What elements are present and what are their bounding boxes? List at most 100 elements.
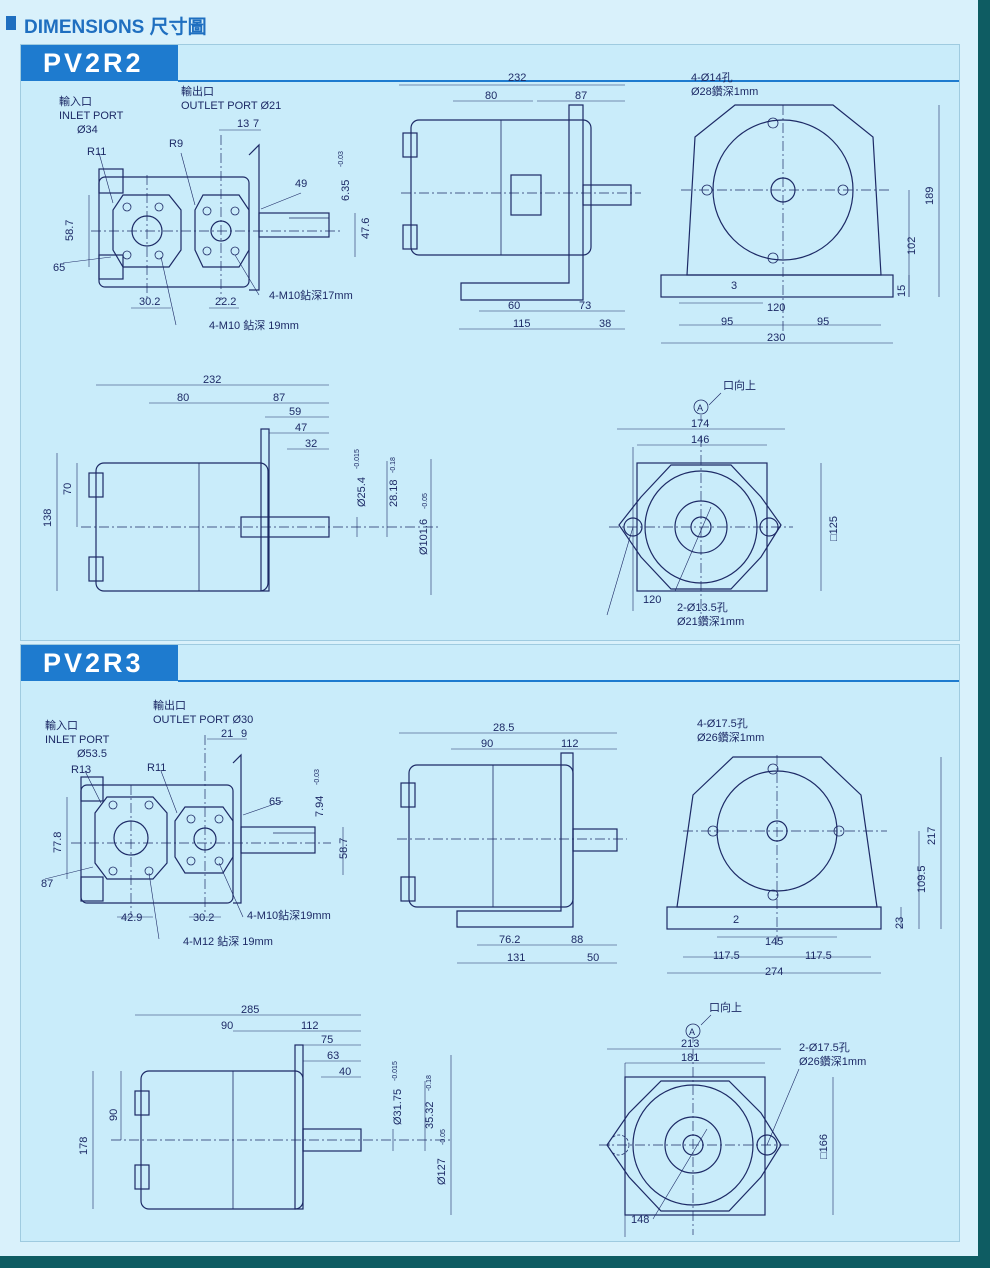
pv2r2-d60: 60 bbox=[508, 300, 520, 312]
pv2r3-d88: 88 bbox=[571, 934, 583, 946]
pv2r2-m10-19: 4-M10 鉆深 19mm bbox=[209, 318, 299, 332]
pv2r2-s-87: 87 bbox=[273, 392, 285, 404]
pv2r2-d15: 15 bbox=[896, 285, 908, 297]
pv2r2-d120: 120 bbox=[767, 302, 785, 314]
pv2r2-s-28-18: 28.18 bbox=[388, 479, 400, 507]
page-header: DIMENSIONS 尺寸圖 bbox=[0, 0, 978, 44]
pv2r2-s-70: 70 bbox=[62, 483, 74, 495]
pv2r3-f-up: 口向上 bbox=[709, 1000, 742, 1014]
pv2r2-d95b: 95 bbox=[817, 316, 829, 328]
pv2r3-holes-depth: Ø26鑽深1mm bbox=[697, 730, 764, 744]
pv2r2-side-foot-view: 232 80 87 60 73 115 38 bbox=[399, 72, 641, 330]
pv2r2-d102: 102 bbox=[906, 237, 918, 255]
pv2r2-d58-7: 58.7 bbox=[64, 220, 76, 241]
pv2r3-d23: 23 bbox=[894, 917, 906, 929]
pv2r3-holes: 4-Ø17.5孔 bbox=[697, 717, 748, 730]
pv2r2-holes: 4-Ø14孔 bbox=[691, 71, 733, 84]
pv2r3-m12-19: 4-M12 鉆深 19mm bbox=[183, 934, 273, 948]
pv2r3-d7-94: 7.94 bbox=[314, 796, 326, 817]
pv2r2-d13: 13 bbox=[237, 118, 249, 130]
pv2r3-d9: 9 bbox=[241, 728, 247, 740]
pv2r3-d50: 50 bbox=[587, 952, 599, 964]
pv2r3-d21: 21 bbox=[221, 728, 233, 740]
pv2r3-d65: 65 bbox=[269, 796, 281, 808]
pv2r2-s-32: 32 bbox=[305, 438, 317, 450]
pv2r3-inlet-en: INLET PORT bbox=[45, 734, 110, 746]
pv2r3-f-148: 148 bbox=[631, 1214, 649, 1226]
pv2r3-outlet-en: OUTLET PORT Ø30 bbox=[153, 714, 253, 726]
pv2r2-s-232: 232 bbox=[203, 374, 221, 386]
pv2r2-outlet-zh: 輸出口 bbox=[181, 84, 214, 98]
pv2r2-flange-face-view: A 口向上 174 146 □125 120 2-Ø13.5孔 Ø21鑽深1mm bbox=[606, 378, 840, 628]
pv2r3-d77-8: 77.8 bbox=[52, 832, 64, 853]
pv2r2-f-holes: 2-Ø13.5孔 bbox=[677, 601, 728, 614]
pv2r2-port-view: 輸入口 INLET PORT Ø34 輸出口 OUTLET PORT Ø21 R… bbox=[53, 84, 372, 332]
pv2r3-s-35-32: 35.32 bbox=[424, 1101, 436, 1129]
pv2r3-f-166: □166 bbox=[818, 1134, 830, 1159]
pv2r3-s-127: Ø127 bbox=[436, 1158, 448, 1185]
pv2r3-outlet-zh: 輸出口 bbox=[153, 698, 186, 712]
pv2r3-s-90v: 90 bbox=[108, 1109, 120, 1121]
pv2r2-d95a: 95 bbox=[721, 316, 733, 328]
pv2r2-f-up: 口向上 bbox=[723, 378, 756, 392]
pv2r3-side-flange-view: 285 90 112 75 63 40 90 178 Ø31.75 -0.015… bbox=[78, 1004, 452, 1215]
pv2r2-f-174: 174 bbox=[691, 418, 709, 430]
pv2r3-d58-7: 58.7 bbox=[338, 838, 350, 859]
pv2r2-d49: 49 bbox=[295, 178, 307, 190]
pv2r2-s-101-6-tol: -0.05 bbox=[422, 493, 429, 509]
panel-pv2r2: PV2R2 bbox=[20, 44, 960, 641]
pv2r2-d232: 232 bbox=[508, 72, 526, 84]
pv2r2-f-a: A bbox=[697, 403, 703, 413]
pv2r2-f-146: 146 bbox=[691, 434, 709, 446]
page-title: DIMENSIONS 尺寸圖 bbox=[24, 17, 207, 38]
pv2r2-d6-35: 6.35 bbox=[340, 180, 352, 201]
pv2r2-d73: 73 bbox=[579, 300, 591, 312]
pv2r2-d22-2: 22.2 bbox=[215, 296, 236, 308]
pv2r2-d30-2: 30.2 bbox=[139, 296, 160, 308]
pv2r3-r11: R11 bbox=[147, 762, 166, 774]
pv2r3-d76-2: 76.2 bbox=[499, 934, 520, 946]
pv2r2-d7: 7 bbox=[253, 118, 259, 130]
pv2r2-r9: R9 bbox=[169, 138, 183, 150]
pv2r3-s-127-tol: -0.05 bbox=[440, 1129, 447, 1145]
pv2r3-d131: 131 bbox=[507, 952, 525, 964]
pv2r3-inlet-zh: 輸入口 bbox=[45, 718, 78, 732]
pv2r3-s-63: 63 bbox=[327, 1050, 339, 1062]
pv2r2-s-80: 80 bbox=[177, 392, 189, 404]
pv2r3-d112: 112 bbox=[561, 738, 579, 750]
pv2r3-s-35-32-tol: -0.18 bbox=[426, 1075, 433, 1091]
pv2r3-f-a: A bbox=[689, 1027, 695, 1037]
pv2r2-m10-17: 4-M10鉆深17mm bbox=[269, 288, 353, 302]
pv2r3-d28-5: 28.5 bbox=[493, 722, 514, 734]
pv2r2-side-flange-view: 232 80 87 59 47 32 70 138 Ø25.4 -0.015 2… bbox=[42, 374, 441, 595]
pv2r2-s-59: 59 bbox=[289, 406, 301, 418]
pv2r2-outlet-en: OUTLET PORT Ø21 bbox=[181, 100, 281, 112]
pv2r3-m10-19: 4-M10鉆深19mm bbox=[247, 908, 331, 922]
pv2r2-r11: R11 bbox=[87, 146, 106, 158]
panel-pv2r3: PV2R3 bbox=[20, 644, 960, 1242]
pv2r3-d30-2: 30.2 bbox=[193, 912, 214, 924]
tab-underline bbox=[178, 80, 959, 82]
pv2r2-d6-35-tol: -0.03 bbox=[338, 151, 345, 167]
pv2r2-holes-depth: Ø28鑽深1mm bbox=[691, 84, 758, 98]
pv2r2-inlet-dia: Ø34 bbox=[77, 124, 98, 136]
pv2r3-inlet-dia: Ø53.5 bbox=[77, 748, 107, 760]
pv2r2-d47-6: 47.6 bbox=[360, 218, 372, 239]
pv2r2-d115: 115 bbox=[513, 318, 531, 330]
pv2r2-d189: 189 bbox=[924, 187, 936, 205]
pv2r3-port-view: 輸入口 INLET PORT Ø53.5 輸出口 OUTLET PORT Ø30… bbox=[41, 698, 350, 948]
pv2r3-d274: 274 bbox=[765, 966, 783, 978]
pv2r2-f-depth: Ø21鑽深1mm bbox=[677, 614, 744, 628]
pv2r3-s-112: 112 bbox=[301, 1020, 319, 1032]
pv2r3-flange-face-view: A 口向上 213 181 □166 148 2-Ø17.5孔 Ø26鑽深1mm bbox=[599, 1000, 866, 1237]
pv2r3-f-depth: Ø26鑽深1mm bbox=[799, 1054, 866, 1068]
pv2r2-d87: 87 bbox=[575, 90, 587, 102]
pv2r3-d87: 87 bbox=[41, 878, 53, 890]
tab-pv2r3: PV2R3 bbox=[21, 645, 178, 681]
pv2r3-s-40: 40 bbox=[339, 1066, 351, 1078]
pv2r2-s-138: 138 bbox=[42, 509, 54, 527]
pv2r3-s-75: 75 bbox=[321, 1034, 333, 1046]
pv2r3-d117b: 117.5 bbox=[805, 950, 832, 962]
tab-underline bbox=[178, 680, 959, 682]
pv2r2-d38: 38 bbox=[599, 318, 611, 330]
